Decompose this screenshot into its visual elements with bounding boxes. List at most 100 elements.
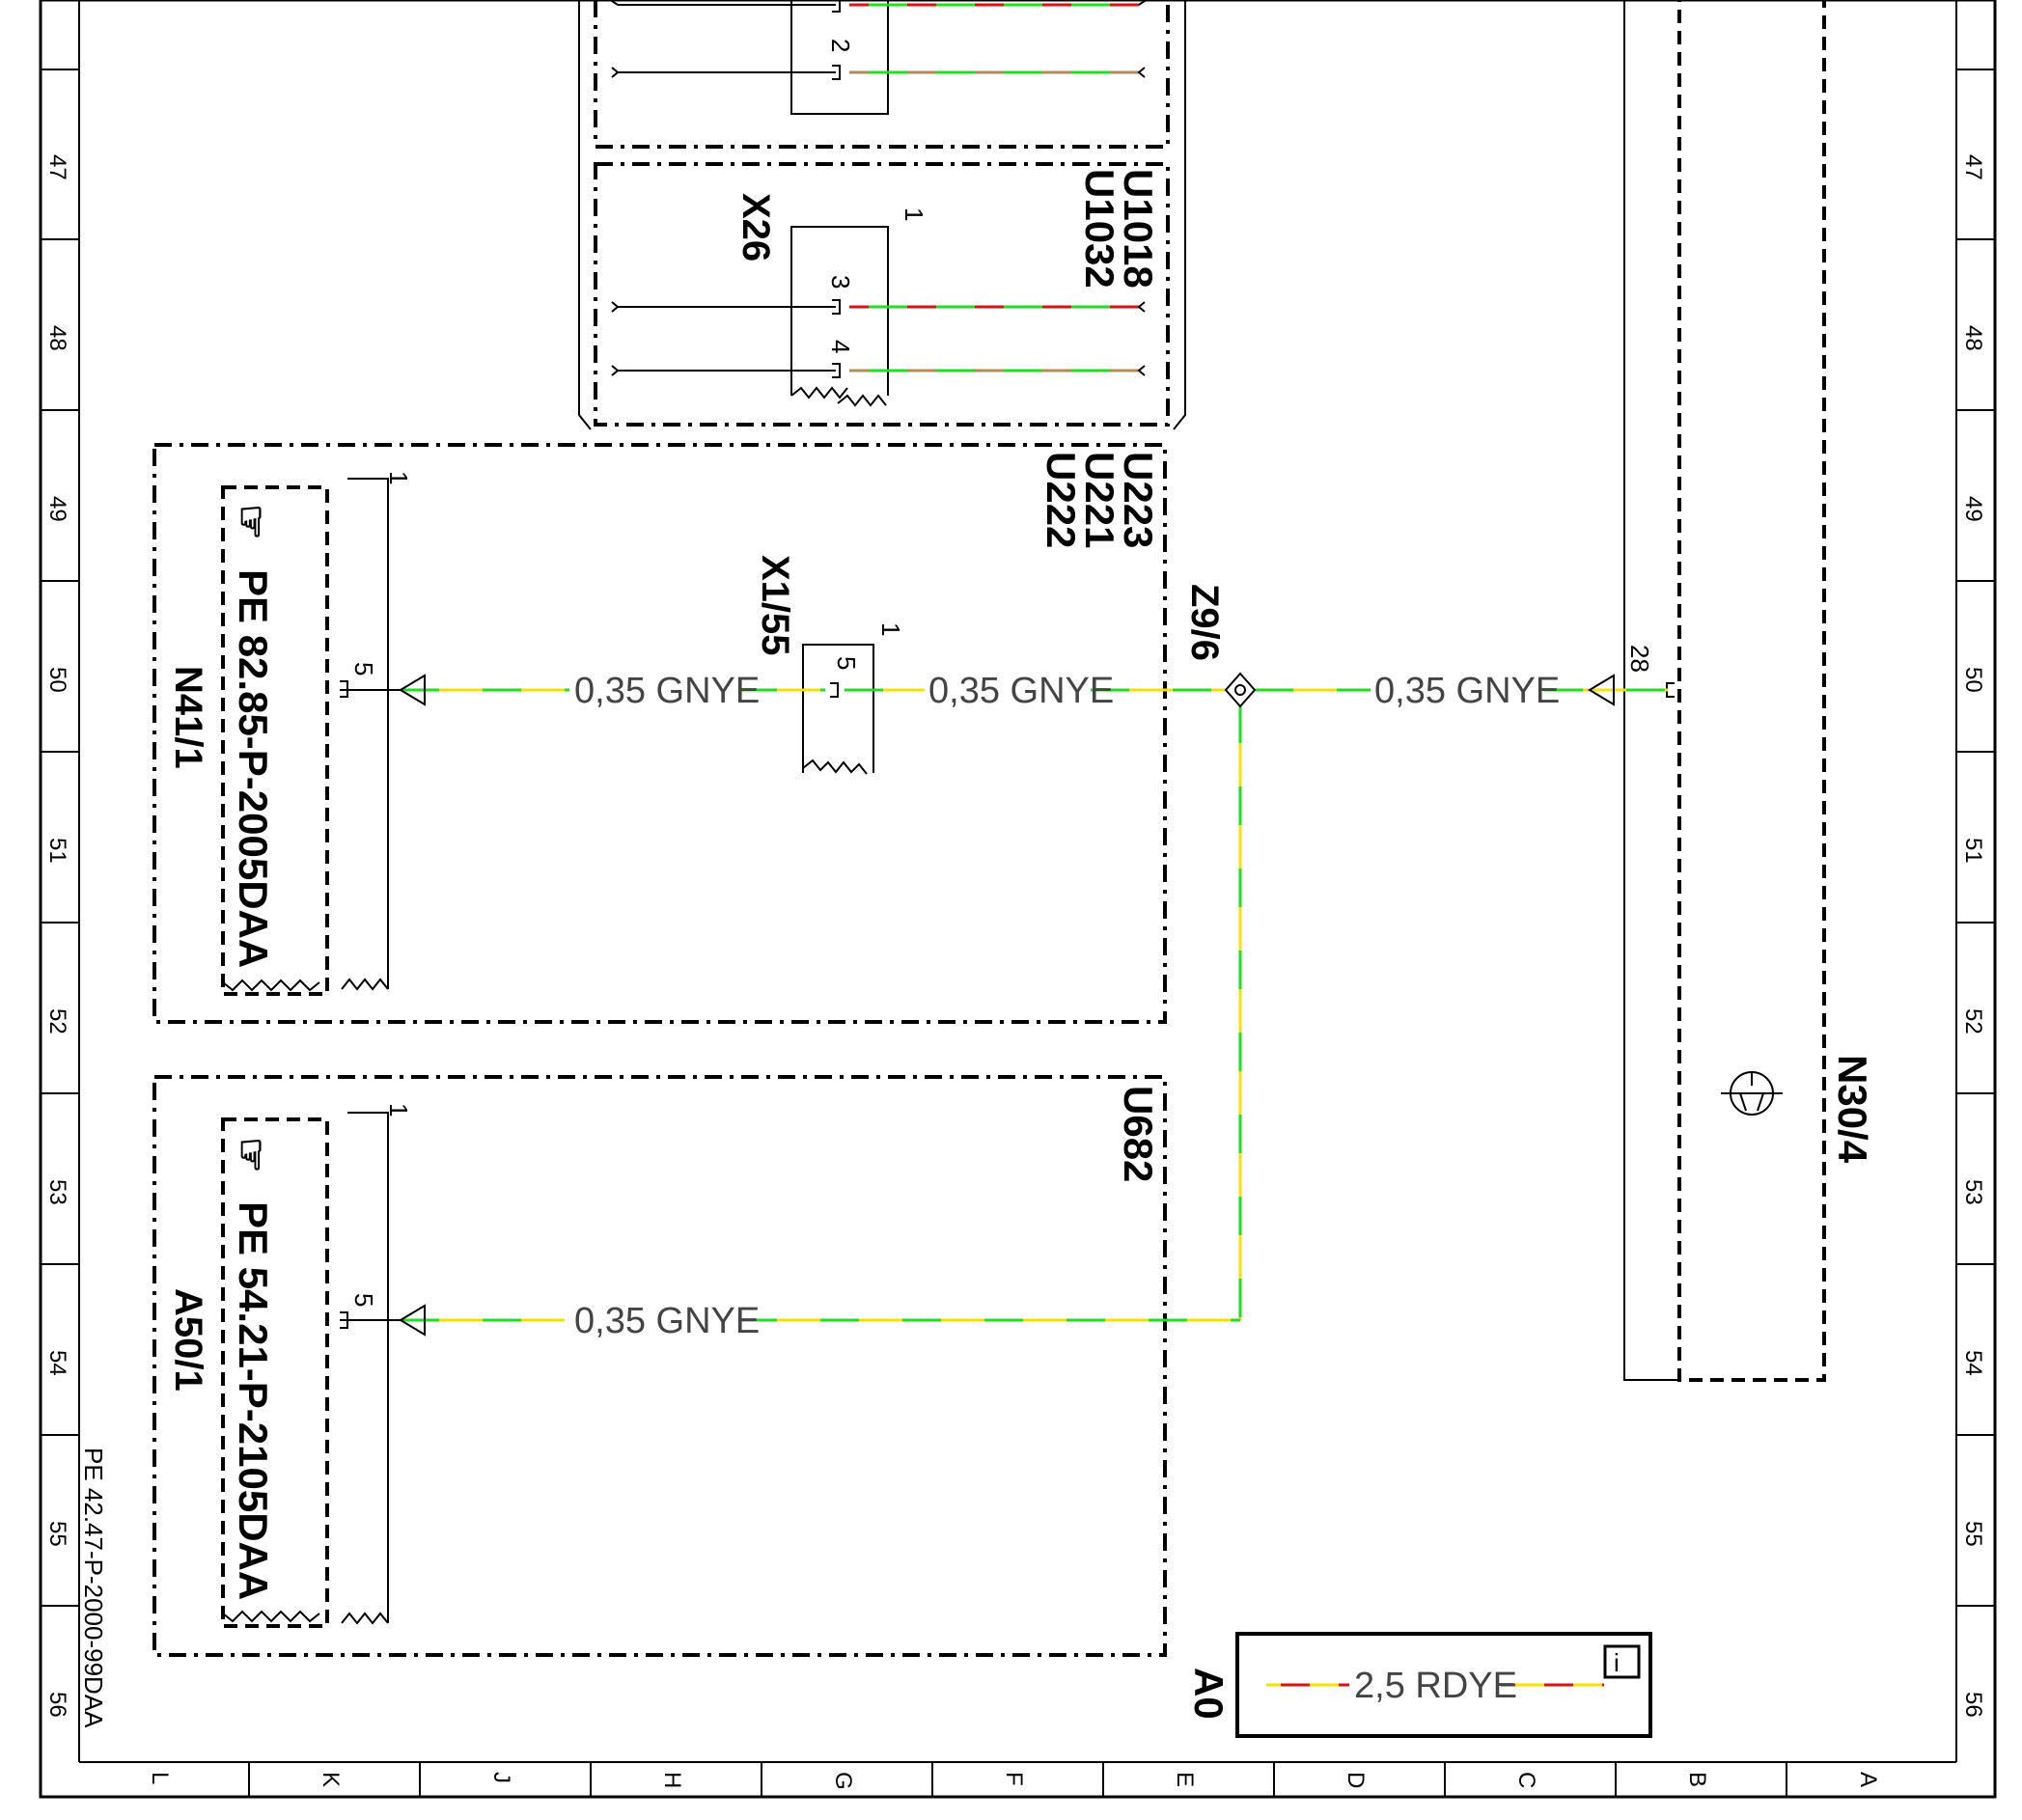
row-label: 55 [1960,1521,1986,1547]
row-label: 54 [1960,1350,1986,1376]
wire-label-x1: 0,35 GNYE [928,671,1114,711]
code-u1032: U1032 [1077,169,1122,289]
a50-1-component-box [221,1117,329,1628]
info-icon [1603,1644,1641,1679]
code-u222: U222 [1039,452,1084,548]
row-ticks [41,69,1995,1607]
wire-stub-4 [611,365,836,376]
row-label: 53 [1960,1179,1986,1205]
x26-pin-3: 3 [826,275,855,289]
gnye-wires: 0,35 GNYE 0,35 GNYE 0,35 GNYE 0,35 GNYE [340,671,1668,1341]
n30-4-block: N30/4 28 [1623,0,1875,1382]
row-label: 47 [44,154,70,180]
x26-pin-1: 1 [900,207,928,221]
n41-1-pin-1: 1 [384,471,413,484]
arrow-a50 [399,1304,426,1337]
outer-frame [39,0,1997,1799]
row-label: 49 [44,496,70,522]
hand-icon: ☞ [229,504,274,540]
row-label: 50 [44,667,70,693]
a50-1-label: A50/1 [167,1288,209,1392]
wire-label-a0: 2,5 RDYE [1354,1666,1517,1706]
row-labels-right: 47 48 49 50 51 52 53 54 55 56 [1960,154,1986,1718]
arrow-n30 [1588,674,1615,706]
row-label: 47 [1960,154,1986,180]
n30-4-label: N30/4 [1830,1055,1875,1164]
row-label: 55 [44,1521,70,1547]
row-label: 50 [1960,667,1986,693]
wire-stub-2 [611,67,836,78]
col-label: A [1855,1772,1881,1787]
col-label: E [1172,1772,1198,1787]
x1-55-pin-5: 5 [832,656,861,670]
top-bracket-right [1173,0,1186,430]
code-u221: U221 [1077,452,1122,548]
top-block: X26 1 2 3 4 U1018 U1032 [578,0,1186,430]
top-lower-box [594,162,1170,427]
x26-label: X26 [734,193,777,262]
code-u682: U682 [1116,1086,1161,1182]
a50-1-pin-5: 5 [349,1293,378,1307]
x26-housing-upper [790,0,889,115]
a0-box [1235,1632,1652,1738]
z9-6-label: Z9/6 [1183,584,1226,661]
a0-legend: A0 2,5 RDYE i [1186,1632,1652,1738]
n41-block: PE 82.85-P-2005DAA N41/1 ☞ 1 5 U223 U221… [152,443,1226,1024]
row-label: 48 [1960,325,1986,351]
info-icon-glyph: i [1614,1648,1620,1677]
col-label: F [1001,1772,1027,1786]
row-label: 48 [44,325,70,351]
wire-stub-1 [610,0,836,6]
page-reference: PE 42.47-P-2000-99DAA [79,1448,108,1728]
a50-1-reference: PE 54.21-P-2105DAA [231,1201,276,1600]
a50-1-pin-1: 1 [384,1103,413,1117]
row-label: 56 [1960,1692,1986,1718]
u223-group-box [152,443,1167,1024]
wire-label-a50: 0,35 GNYE [574,1301,760,1341]
column-ticks [248,1762,1787,1797]
row-label: 52 [44,1008,70,1034]
col-label: K [318,1772,344,1787]
wire-label-n41: 0,35 GNYE [574,671,760,711]
row-labels-left: 47 48 49 50 51 52 53 54 55 56 [44,154,70,1718]
x26-pin-4: 4 [826,340,855,353]
row-label: 54 [44,1350,70,1376]
n41-1-pin-5: 5 [349,662,378,676]
n41-1-reference: PE 82.85-P-2005DAA [231,569,276,968]
transistor-icon [1721,1071,1783,1116]
col-label: J [488,1772,514,1783]
top-upper-box [594,0,1170,149]
col-label: D [1343,1772,1369,1788]
row-label: 52 [1960,1008,1986,1034]
row-label: 51 [44,838,70,864]
top-bracket-left [578,0,592,430]
code-u223: U223 [1116,452,1161,548]
col-label: B [1684,1772,1710,1787]
a0-label: A0 [1186,1668,1232,1720]
n30-4-component-box [1677,0,1826,1382]
col-label: L [147,1772,173,1784]
n30-4-pin-28: 28 [1625,645,1654,673]
col-label: H [659,1772,685,1788]
x26-pin-2: 2 [826,39,855,52]
col-label: G [830,1772,856,1790]
column-labels: L K J H G F E D C B A [147,1772,1881,1790]
wire-stub-3 [611,301,836,313]
a50-block: PE 54.21-P-2105DAA A50/1 ☞ 1 5 U682 [152,1075,1167,1657]
row-label: 56 [44,1692,70,1718]
row-label: 49 [1960,496,1986,522]
splice-z9-6 [1224,672,1257,708]
row-label: 51 [1960,838,1986,864]
n41-1-label: N41/1 [167,666,209,769]
code-u1018: U1018 [1116,169,1161,289]
wire-label-n30: 0,35 GNYE [1374,671,1560,711]
u682-group-box [152,1075,1167,1657]
hand-icon: ☞ [229,1137,274,1173]
arrow-n41 [399,674,426,706]
x1-55-pin-1: 1 [876,622,905,636]
row-label: 53 [44,1179,70,1205]
x1-55-label: X1/55 [754,555,796,656]
n41-1-component-box [221,485,329,996]
col-label: C [1513,1772,1539,1788]
